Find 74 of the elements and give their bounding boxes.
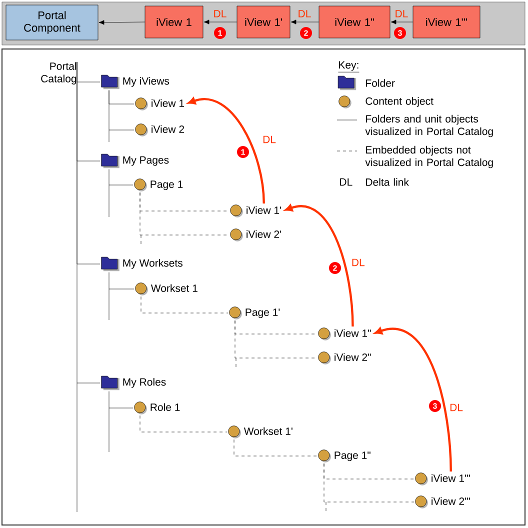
content-object-item: Page 1' <box>229 306 280 320</box>
node-label: Page 1 <box>150 180 183 190</box>
node-label: iView 1" <box>334 329 371 337</box>
legend-text: Embedded objects not visualized in Portal Catalog <box>365 146 493 168</box>
tree-line <box>140 296 228 314</box>
tree-line <box>108 169 134 186</box>
component-box: iView 1''' <box>412 6 480 38</box>
tree-line <box>76 62 100 384</box>
tree-line <box>140 415 228 432</box>
tree-line <box>108 272 134 290</box>
content-object-item: iView 1''' <box>415 472 470 486</box>
node-label: iView 2" <box>334 353 371 361</box>
folder-item: My Worksets <box>101 256 182 272</box>
content-object-item: iView 2" <box>318 352 371 364</box>
edge-label: DL <box>212 10 228 18</box>
content-object-item: Workset 1' <box>228 426 292 438</box>
content-object-item: iView 1' <box>230 204 282 218</box>
tree-line <box>108 90 134 130</box>
component-box: iView 1 <box>144 6 204 38</box>
node-label: iView 2''' <box>432 497 470 505</box>
folder-item: My Pages <box>101 154 169 168</box>
node-label: Role 1 <box>150 403 180 411</box>
node-label: Page 1" <box>334 452 370 462</box>
content-object-item: iView 2''' <box>415 496 470 508</box>
node-label: iView 2' <box>246 230 282 238</box>
callout-number: 1 <box>237 146 249 158</box>
node-label: iView 1' <box>246 206 282 214</box>
legend-text: Folder <box>366 79 395 87</box>
edge-label: DL <box>394 10 409 18</box>
component-box: iView 1" <box>318 6 390 38</box>
node-label: My Pages <box>123 156 169 166</box>
delta-link-arrow <box>285 204 354 326</box>
component-box: iView 1' <box>236 6 290 38</box>
tree-line <box>108 391 134 408</box>
callout-number: 2 <box>329 262 341 274</box>
abbreviation: DL <box>340 178 352 186</box>
edge-label: DL <box>297 10 312 18</box>
content-object-item: iView 2 <box>135 124 184 136</box>
component-box: Portal Component <box>6 4 98 40</box>
callout-number: 3 <box>394 27 406 39</box>
legend-text: Delta link <box>366 178 409 186</box>
legend-text: Content object <box>366 97 434 107</box>
node-label: My Roles <box>123 378 166 388</box>
content-object-item: Role 1 <box>134 402 180 414</box>
legend-text: Folders and unit objects visualized in Portal Catalog <box>365 114 493 138</box>
delta-link-arrow <box>98 20 145 25</box>
node-label: iView 1''' <box>432 474 470 482</box>
delta-link-arrow <box>204 20 237 24</box>
node-label: Page 1' <box>246 308 280 318</box>
node-label: My iViews <box>123 76 170 87</box>
node-label: Workset 1' <box>244 427 292 435</box>
content-object-item: Page 1" <box>318 450 370 462</box>
node-label: iView 1 <box>152 99 184 107</box>
delta-link-arrow <box>188 98 265 204</box>
catalog-label: Portal Catalog <box>41 62 76 84</box>
content-object-item: iView 2' <box>230 228 282 242</box>
folder-item: My iViews <box>101 74 170 90</box>
delta-link-arrow <box>374 328 452 472</box>
content-object-item: iView 1" <box>318 328 371 340</box>
delta-link-arrow <box>290 20 319 24</box>
callout-number: 3 <box>429 400 441 412</box>
tree-line <box>324 463 414 502</box>
content-object-item: iView 1 <box>135 98 184 110</box>
content-object-item: Page 1 <box>134 178 183 192</box>
node-label: Workset 1 <box>150 284 198 292</box>
node-label: iView 2 <box>152 125 184 133</box>
tree-line <box>234 439 318 456</box>
callout-number: 1 <box>214 27 226 39</box>
node-label: My Worksets <box>123 259 182 269</box>
callout-number: 2 <box>300 27 312 39</box>
delta-link-arrow <box>390 20 413 24</box>
content-object-item: Workset 1 <box>135 282 198 296</box>
folder-item: My Roles <box>101 376 166 390</box>
key-heading: Key: <box>338 61 360 72</box>
